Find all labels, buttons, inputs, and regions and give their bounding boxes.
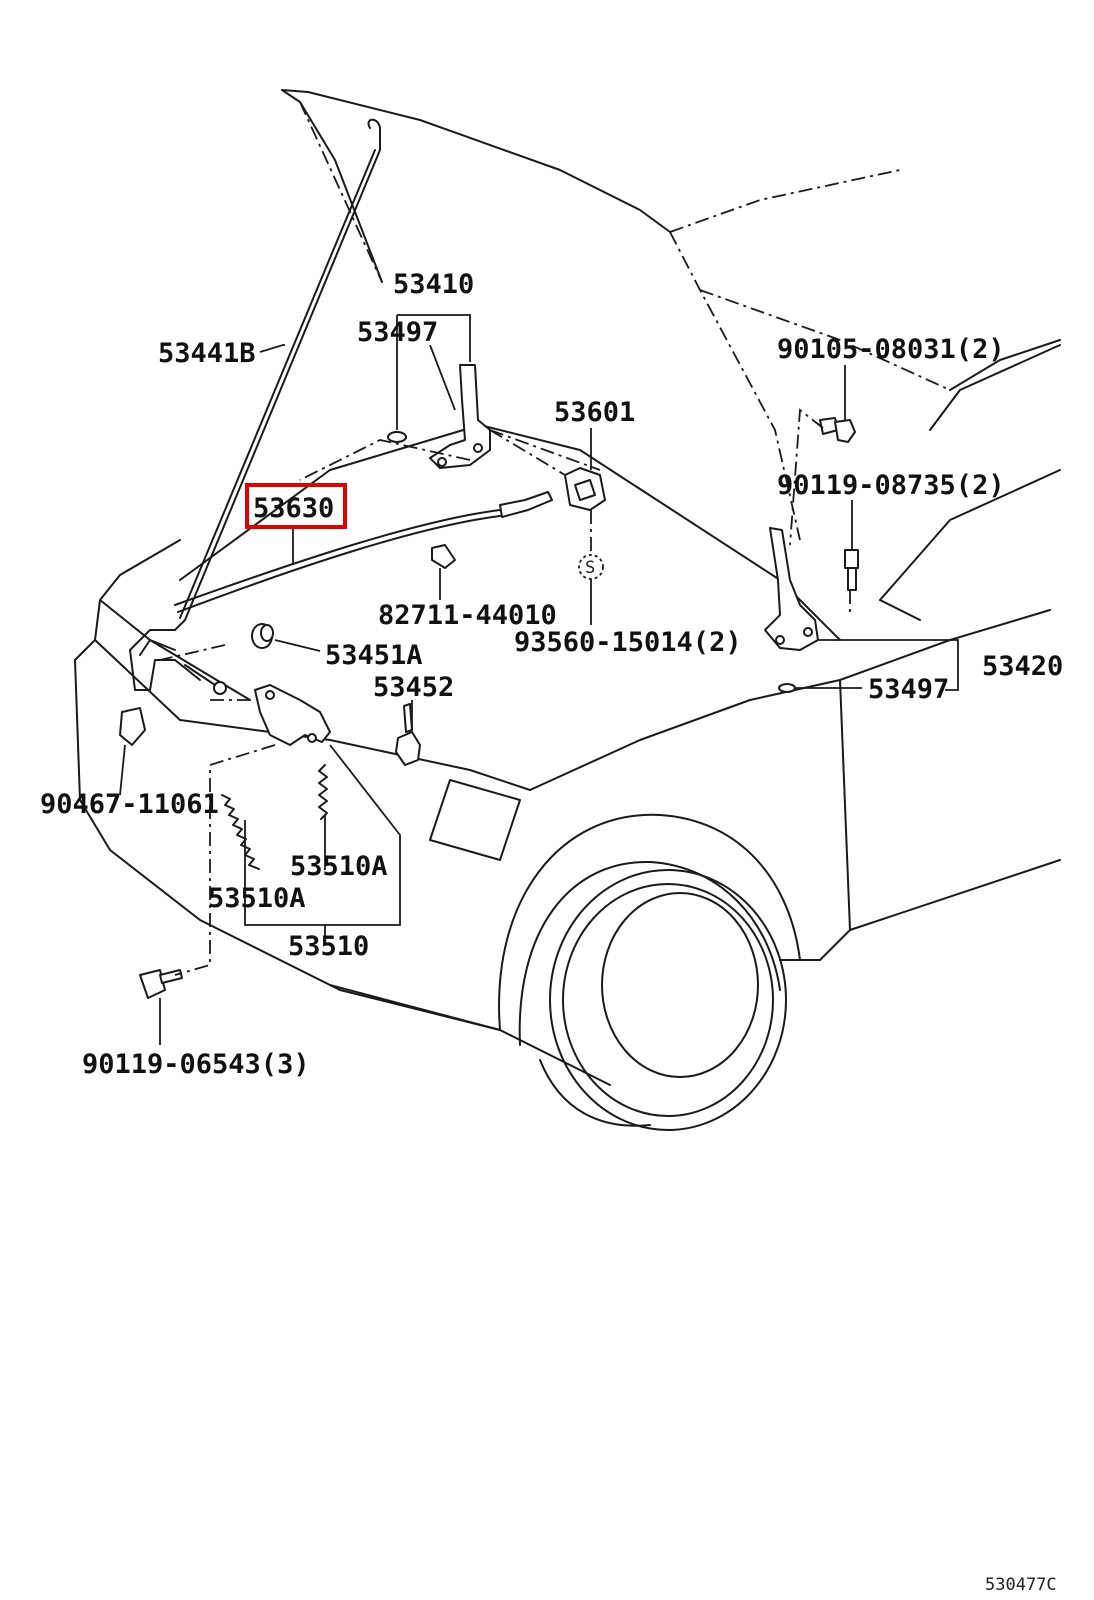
part-labels: 53441B 53410 53497 53601 53630 82711-440… xyxy=(40,269,1063,1595)
screw-marker: S xyxy=(578,554,604,580)
label-53601: 53601 xyxy=(554,397,635,428)
vehicle-outline xyxy=(74,89,1061,1131)
hood-hinge-left xyxy=(387,364,491,469)
label-90119-06543: 90119-06543(3) xyxy=(82,1049,310,1080)
hood-lock-assembly xyxy=(254,684,331,746)
leader-lines xyxy=(119,314,959,1045)
label-53420: 53420 xyxy=(982,651,1063,682)
label-53510A-left: 53510A xyxy=(208,883,306,914)
label-53510A-right: 53510A xyxy=(290,851,388,882)
hood-hinge-right xyxy=(764,527,819,693)
label-82711-44010: 82711-44010 xyxy=(378,600,557,631)
label-90467-11061: 90467-11061 xyxy=(40,789,219,820)
highlight-box-53630 xyxy=(245,483,347,529)
bolts xyxy=(119,417,859,999)
label-53441B: 53441B xyxy=(158,338,256,369)
label-53630: 53630 xyxy=(253,493,334,524)
label-53410: 53410 xyxy=(393,269,474,300)
label-53452: 53452 xyxy=(373,672,454,703)
label-90119-08735: 90119-08735(2) xyxy=(777,470,1005,501)
hood-cushion xyxy=(251,623,274,649)
label-53497-right: 53497 xyxy=(868,674,949,705)
label-53510: 53510 xyxy=(288,931,369,962)
hood-support-rod xyxy=(129,118,381,695)
cable-clamp xyxy=(431,544,456,569)
label-93560-15014: 93560-15014(2) xyxy=(514,627,742,658)
label-53497-top: 53497 xyxy=(357,317,438,348)
hood-clip xyxy=(395,703,421,766)
hood-lock-cable xyxy=(174,491,553,613)
diagram-code: 530477C xyxy=(985,1575,1057,1595)
screw-marker-text: S xyxy=(585,558,595,578)
hood-lock xyxy=(564,467,606,511)
springs xyxy=(221,764,328,870)
label-53451A: 53451A xyxy=(325,640,423,671)
label-90105-08031: 90105-08031(2) xyxy=(777,334,1005,365)
